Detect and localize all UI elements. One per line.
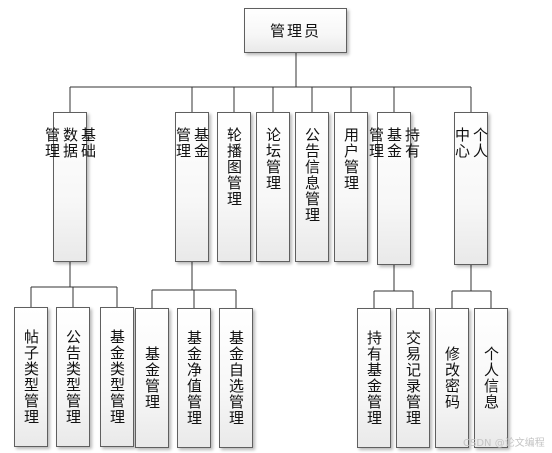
node-user-management: 用户管理 xyxy=(334,112,368,262)
node-post-type-management: 帖子类型管理 xyxy=(14,307,48,447)
node-fund-nav-management: 基金净值管理 xyxy=(177,308,211,448)
node-notice-management-label: 公告信息管理 xyxy=(303,127,321,223)
node-carousel-management: 轮播图管理 xyxy=(217,112,251,262)
node-personal-center-label: 个人 中心 xyxy=(453,127,489,159)
node-basic-data-management: 基础 数据 管理 xyxy=(43,112,97,262)
node-change-password: 修改密码 xyxy=(435,308,469,448)
node-fund-sub-management-label: 基金管理 xyxy=(143,346,161,410)
node-personal-info: 个人信息 xyxy=(474,308,508,448)
node-admin-label: 管理员 xyxy=(269,21,321,40)
node-forum-management: 论坛管理 xyxy=(256,112,290,262)
node-user-management-label: 用户管理 xyxy=(342,127,360,191)
node-holding-fund-sub-management-label: 持有基金管理 xyxy=(365,330,383,426)
node-fund-management: 基金 管理 xyxy=(174,112,210,262)
node-holding-fund-sub-management: 持有基金管理 xyxy=(357,308,391,448)
node-personal-info-label: 个人信息 xyxy=(482,346,500,410)
node-fund-type-management-label: 基金类型管理 xyxy=(108,329,126,425)
node-trade-record-management: 交易记录管理 xyxy=(396,308,430,448)
node-personal-center: 个人 中心 xyxy=(453,112,489,265)
node-admin: 管理员 xyxy=(244,8,347,53)
node-fund-watchlist-management: 基金自选管理 xyxy=(219,308,253,448)
node-holding-fund-management-label: 持有 基金 管理 xyxy=(367,127,421,159)
node-change-password-label: 修改密码 xyxy=(443,346,461,410)
node-post-type-management-label: 帖子类型管理 xyxy=(22,329,40,425)
node-basic-data-management-label: 基础 数据 管理 xyxy=(43,127,97,159)
node-fund-type-management: 基金类型管理 xyxy=(100,307,134,447)
node-fund-sub-management: 基金管理 xyxy=(135,308,169,448)
node-trade-record-management-label: 交易记录管理 xyxy=(404,330,422,426)
csdn-watermark: CSDN @论文编程 xyxy=(463,438,545,449)
node-notice-type-management: 公告类型管理 xyxy=(56,307,90,447)
node-notice-type-management-label: 公告类型管理 xyxy=(64,329,82,425)
node-forum-management-label: 论坛管理 xyxy=(264,127,282,191)
node-fund-nav-management-label: 基金净值管理 xyxy=(185,330,203,426)
node-carousel-management-label: 轮播图管理 xyxy=(225,127,243,207)
node-fund-watchlist-management-label: 基金自选管理 xyxy=(227,330,245,426)
node-notice-management: 公告信息管理 xyxy=(295,112,329,262)
node-fund-management-label: 基金 管理 xyxy=(174,127,210,159)
node-holding-fund-management: 持有 基金 管理 xyxy=(367,112,421,265)
